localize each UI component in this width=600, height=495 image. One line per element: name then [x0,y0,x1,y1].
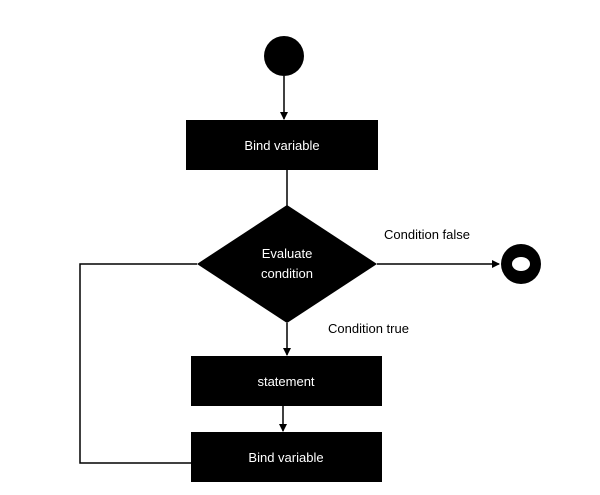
condition-false-label: Condition false [384,227,470,242]
bind-variable-label-bottom: Bind variable [248,450,323,465]
end-node-inner [512,257,530,271]
evaluate-label-line1: Evaluate [262,246,313,261]
edge-loop-back [79,263,197,464]
bind-variable-label-top: Bind variable [244,138,319,153]
evaluate-condition-diamond [197,205,377,323]
start-node [264,36,304,76]
bind-variable-box-top [186,120,378,170]
evaluate-label-line2: condition [261,266,313,281]
statement-box [191,356,382,406]
condition-true-label: Condition true [328,321,409,336]
statement-label: statement [257,374,314,389]
bind-variable-box-bottom [191,432,382,482]
